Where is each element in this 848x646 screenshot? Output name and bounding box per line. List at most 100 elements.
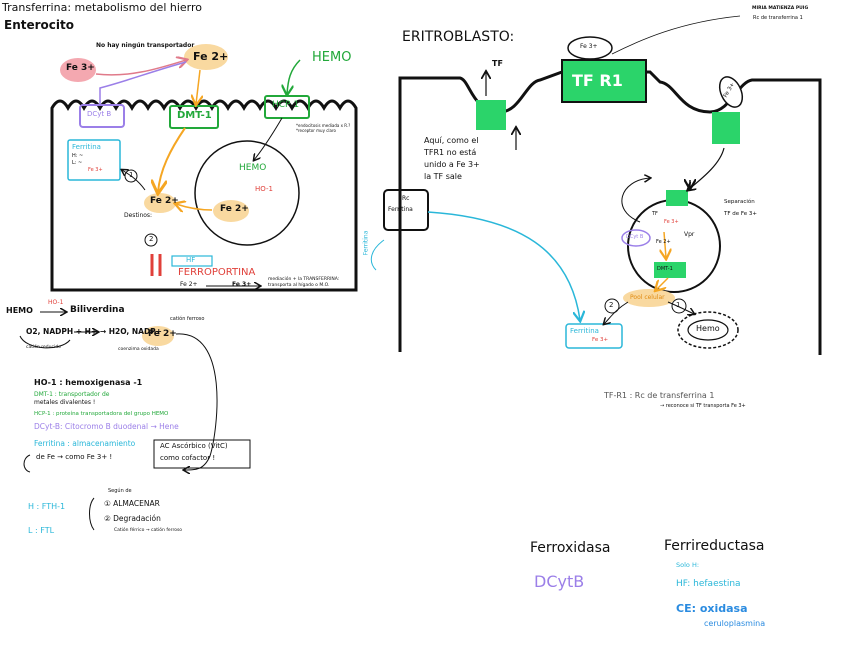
note-d: la TF sale xyxy=(424,172,462,181)
arrow-rc-ferritina xyxy=(427,211,580,320)
ferritina-bottom-fe: Fe 3+ xyxy=(592,337,609,343)
reaction-coenzima: coenzima oxidada xyxy=(118,347,159,352)
legend-ferritina-b: de Fe → como Fe 3+ ! xyxy=(36,453,113,461)
pool-blob xyxy=(623,289,675,307)
arrow-fe3-to-fe2 xyxy=(95,60,186,76)
fe3-cap-label: Fe 3+ xyxy=(580,43,598,50)
vpr-label: Vpr xyxy=(684,231,695,238)
arrow-hcp1-down xyxy=(254,117,283,160)
hemo-oval-label: Hemo xyxy=(696,324,720,333)
dmt1-small-label: DMT-1 xyxy=(657,266,673,272)
tfr1-label: TF R1 xyxy=(572,71,623,90)
arrow-receptor-down xyxy=(688,147,725,190)
fe2-small-label: Fe 2+ xyxy=(656,239,671,245)
dcytb-small-label: DCyt B xyxy=(626,234,644,240)
ferritina-side-label: Ferritina xyxy=(362,230,370,256)
legend-dcytb: DCyt-B: Citocromo B duodenal → Hene xyxy=(34,422,179,431)
fe-out-right: Fe 3+ xyxy=(232,281,252,288)
reaction-hemo: HEMO xyxy=(6,306,33,315)
ferroportina-label: FERROPORTINA xyxy=(178,267,256,278)
step2-circle xyxy=(144,233,158,247)
fe3-cap xyxy=(567,36,613,60)
eritro-step2-label: 2 xyxy=(609,301,614,309)
dcytb-box xyxy=(79,104,125,128)
ferritina-bottom-label: Ferritina xyxy=(570,327,599,335)
legend-vitc-b: como cofactor ! xyxy=(160,454,216,462)
vitc-bracket xyxy=(153,439,251,469)
eritro-step1-circle xyxy=(671,298,687,314)
author-note: Rc de transferrina 1 xyxy=(753,15,803,21)
tf-receptor-right xyxy=(712,112,740,144)
enterocyte-vesicle xyxy=(194,140,300,246)
hemo-inner-label: HEMO xyxy=(239,163,267,173)
fe3-small-label: Fe 3+ xyxy=(664,219,679,225)
ferroxidasa-label: Ferroxidasa xyxy=(530,540,611,556)
eritro-step2-circle xyxy=(604,298,620,314)
arrow-dmt1-down xyxy=(158,127,186,192)
subunit-h: H : FTH-1 xyxy=(28,502,66,511)
dmt1-label: DMT-1 xyxy=(177,110,212,121)
hemo-oval-inner xyxy=(687,319,729,341)
legend-dmt1-b: metales divalentes ! xyxy=(34,399,96,406)
tfr1-def-a: TF-R1 : Rc de transferrina 1 xyxy=(604,391,715,400)
step1-label: 1 xyxy=(129,171,134,179)
legend-ferritina: Ferritina : almacenamiento xyxy=(34,439,136,448)
reaction-ho1: HO-1 xyxy=(48,299,64,306)
subunit-brace xyxy=(89,497,95,531)
note-c: unido a Fe 3+ xyxy=(424,160,480,169)
hemo-oval xyxy=(677,311,739,349)
arrow-fe2-curve xyxy=(175,333,218,470)
arrow-dcytb-up xyxy=(99,61,187,104)
ce-oxidasa: CE: oxidasa xyxy=(676,602,748,615)
author-name: MIRIA MATIENZA PUIG xyxy=(752,6,809,11)
eritroblasto-title: ERITROBLASTO: xyxy=(402,29,515,45)
dcytb-small-pill xyxy=(621,229,651,247)
arrow-inner-fe2 xyxy=(176,204,213,210)
fe2-inner-blob xyxy=(213,200,249,222)
fe2-mid-blob xyxy=(144,193,176,213)
arrow-step1 xyxy=(122,170,146,191)
enterocito-title: Enterocito xyxy=(4,18,74,32)
hemo-label: HEMO xyxy=(312,50,352,65)
arrow-fe2-dmt1 xyxy=(664,231,666,258)
rc-ferritina-box xyxy=(383,189,429,231)
ferritina-l: L: ~ xyxy=(72,160,83,166)
note-b: TFR1 no está xyxy=(424,148,477,157)
subunit-almacenar: ① ALMACENAR xyxy=(104,499,160,508)
arrow-pool-hemo xyxy=(667,301,694,314)
subunit-degradacion: ② Degradación xyxy=(104,514,161,523)
tf-receptor-left xyxy=(476,100,506,130)
endosome-receptor xyxy=(666,190,688,206)
reaction-cation-reducido: catión reducido xyxy=(26,345,61,350)
ferrireductasa-label: Ferrireductasa xyxy=(664,538,765,554)
legend-dmt1-a: DMT-1 : transportador de xyxy=(34,391,110,398)
fe-out-left: Fe 2+ xyxy=(180,281,198,288)
tfr1-def-b: → reconoce si TF transporta Fe 3+ xyxy=(660,403,746,409)
tf-small-label: TF xyxy=(652,211,658,217)
tf-label: TF xyxy=(492,59,503,68)
subunit-cation: Catión férrico → catión ferroso xyxy=(114,528,183,533)
bottom-dcytb: DCytB xyxy=(534,572,585,591)
ceruloplasmina-label: ceruloplasmina xyxy=(704,619,766,628)
dmt1-small-box xyxy=(654,262,686,278)
dcytb-label: DCyt B xyxy=(87,110,112,118)
reaction-cation-ferroso: catión ferroso xyxy=(170,316,205,322)
step2-label: 2 xyxy=(149,235,154,243)
ferritina-h: H: ~ xyxy=(72,153,84,159)
arrow-endosome-loop xyxy=(621,178,650,223)
reaction-line2: O2, NADPH + H+ → H2O, NADP+ xyxy=(26,327,162,336)
hf-box xyxy=(171,255,213,267)
ferritina-fe: Fe 3+ xyxy=(88,167,103,173)
tfr1-receptor xyxy=(561,59,647,103)
legend-vitc-a: AC Ascórbico (VitC) xyxy=(160,442,228,450)
destinos-label: Destinos: xyxy=(124,212,153,219)
subunit-segun: Según de xyxy=(108,488,132,494)
hcp1-note: *endocitosis mediada x R.? *receptor muy… xyxy=(296,123,351,133)
eritro-step1-label: 1 xyxy=(676,301,681,309)
ferritina-bottom-box xyxy=(565,323,623,349)
arrow-pool-ferritina xyxy=(604,301,629,324)
ferritina-side-line xyxy=(370,239,385,271)
hf-label: HF xyxy=(186,256,196,264)
reaction-biliverdina: Biliverdina xyxy=(70,305,125,315)
